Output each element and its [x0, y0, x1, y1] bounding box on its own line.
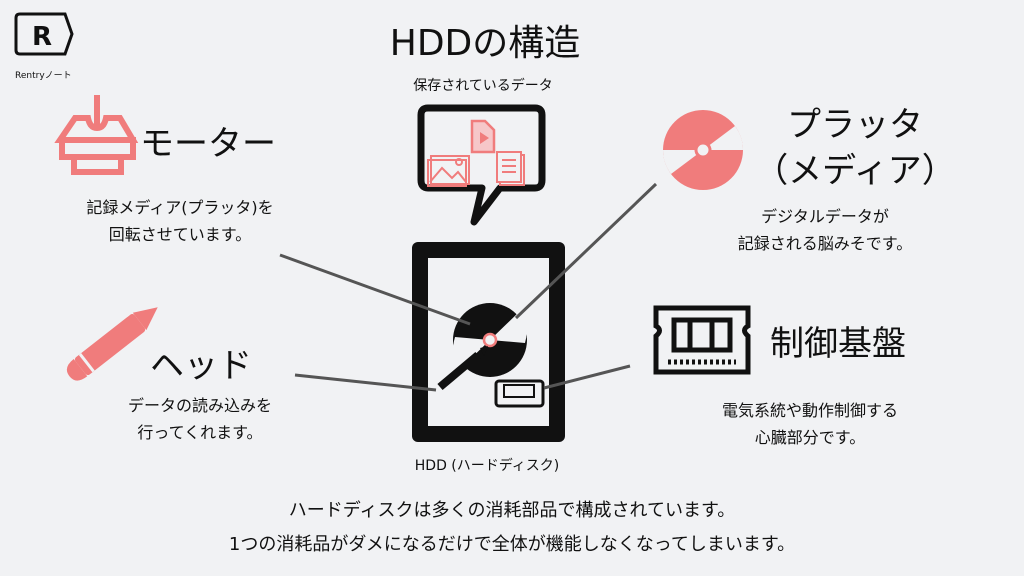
platter-connector	[514, 182, 658, 320]
board-connector	[543, 364, 631, 390]
pencil-icon	[66, 307, 158, 381]
head-desc: データの読み込みを行ってくれます。	[127, 396, 273, 442]
image-icon	[427, 155, 470, 187]
platter-title: プラッタ（メディア）	[754, 105, 956, 191]
hdd-drawing	[412, 242, 565, 442]
logo-caption: Rentryノート	[15, 71, 72, 81]
motor-connector	[279, 253, 471, 326]
document-icon	[496, 151, 525, 186]
motor-desc: 記録メディア(プラッタ)を回転させています。	[86, 198, 274, 244]
logo-icon	[14, 12, 74, 56]
platter-icon	[663, 110, 743, 190]
video-file-icon	[470, 119, 496, 154]
board-desc: 電気系統や動作制御する心臓部分です。	[721, 401, 899, 447]
motor-icon	[54, 95, 139, 175]
head-title: ヘッド	[150, 346, 252, 386]
speech-bubble	[417, 104, 546, 226]
connector-lines	[279, 182, 658, 392]
page-title: HDDの構造	[389, 23, 581, 64]
hdd-label: HDD (ハードディスク)	[414, 458, 560, 474]
head-connector	[294, 373, 437, 392]
platter-desc: デジタルデータが記録される脳みそです。	[737, 207, 913, 253]
motor-title: モーター	[140, 124, 276, 164]
board-title: 制御基盤	[770, 324, 906, 364]
stored-data-label: 保存されているデータ	[413, 78, 553, 94]
logo-letter: R	[32, 22, 53, 52]
circuit-board-icon	[653, 305, 751, 375]
footer-text: ハードディスクは多くの消耗部品で構成されています。1つの消耗品がダメになるだけで…	[228, 500, 796, 555]
